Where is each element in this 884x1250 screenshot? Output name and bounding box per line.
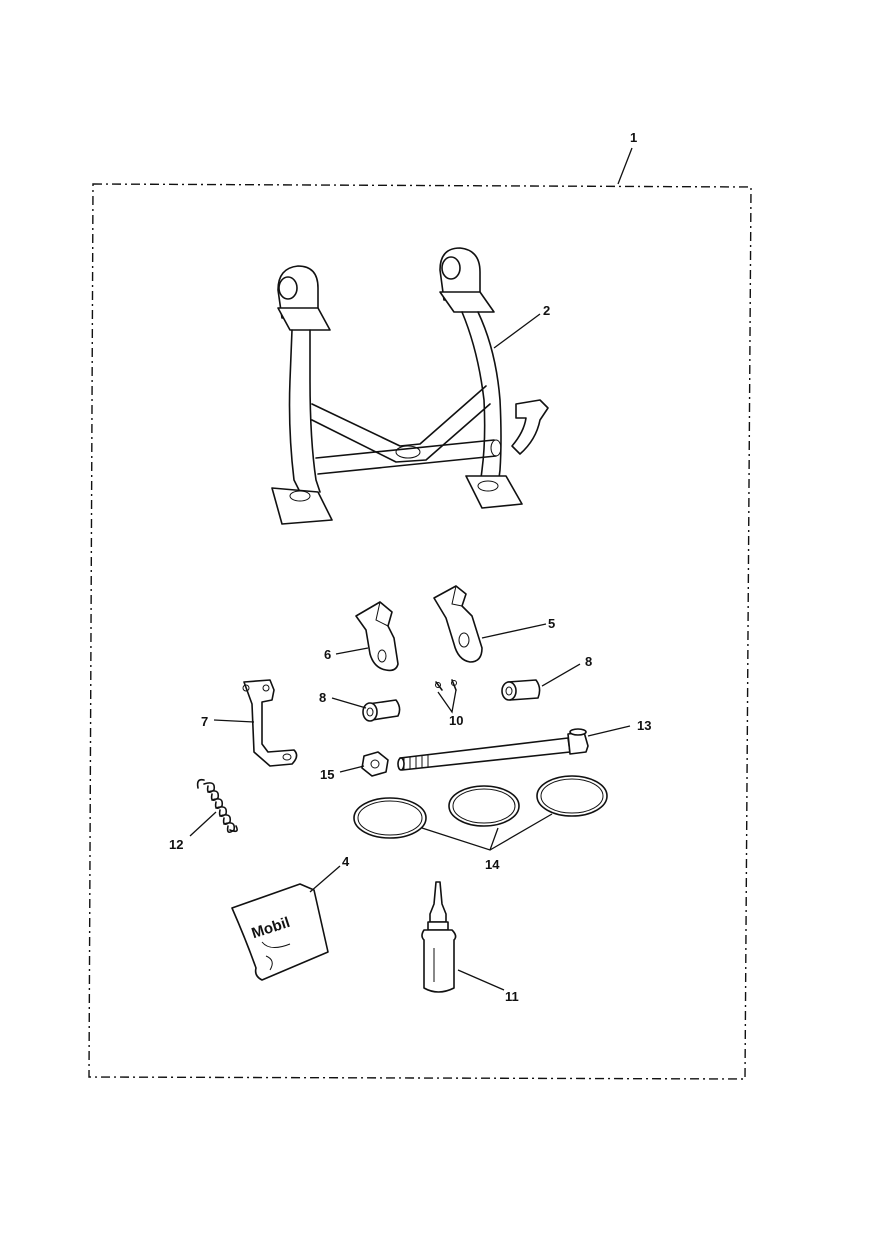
callout-4: 4 (342, 854, 350, 869)
centre-stand (271, 247, 549, 525)
bracket-7 (242, 679, 298, 767)
callouts: 1 2 5 6 8 8 10 7 13 15 12 14 4 11 (169, 130, 651, 1004)
spacer-8a (362, 699, 401, 722)
callout-8b: 8 (319, 690, 326, 705)
threadlock-bottle-11 (421, 881, 457, 993)
o-rings-14 (353, 775, 608, 839)
callout-2: 2 (543, 303, 550, 318)
callout-14: 14 (485, 857, 500, 872)
callout-10: 10 (449, 713, 463, 728)
leader-lines (189, 147, 633, 991)
callout-15: 15 (320, 767, 334, 782)
callout-12: 12 (169, 837, 183, 852)
callout-1: 1 (630, 130, 637, 145)
callout-13: 13 (637, 718, 651, 733)
spring-12 (196, 778, 238, 834)
bolt-13 (397, 728, 589, 771)
callout-5: 5 (548, 616, 555, 631)
spacer-8b (501, 679, 541, 701)
kit-boundary-frame (88, 183, 752, 1080)
callout-11: 11 (505, 989, 519, 1004)
callout-8a: 8 (585, 654, 592, 669)
clips-10 (435, 679, 457, 691)
bracket-5 (433, 585, 483, 663)
callout-7: 7 (201, 714, 208, 729)
nut-15 (361, 751, 389, 777)
bracket-6 (355, 601, 399, 672)
grease-sachet-4: Mobil (231, 883, 329, 981)
callout-6: 6 (324, 647, 331, 662)
